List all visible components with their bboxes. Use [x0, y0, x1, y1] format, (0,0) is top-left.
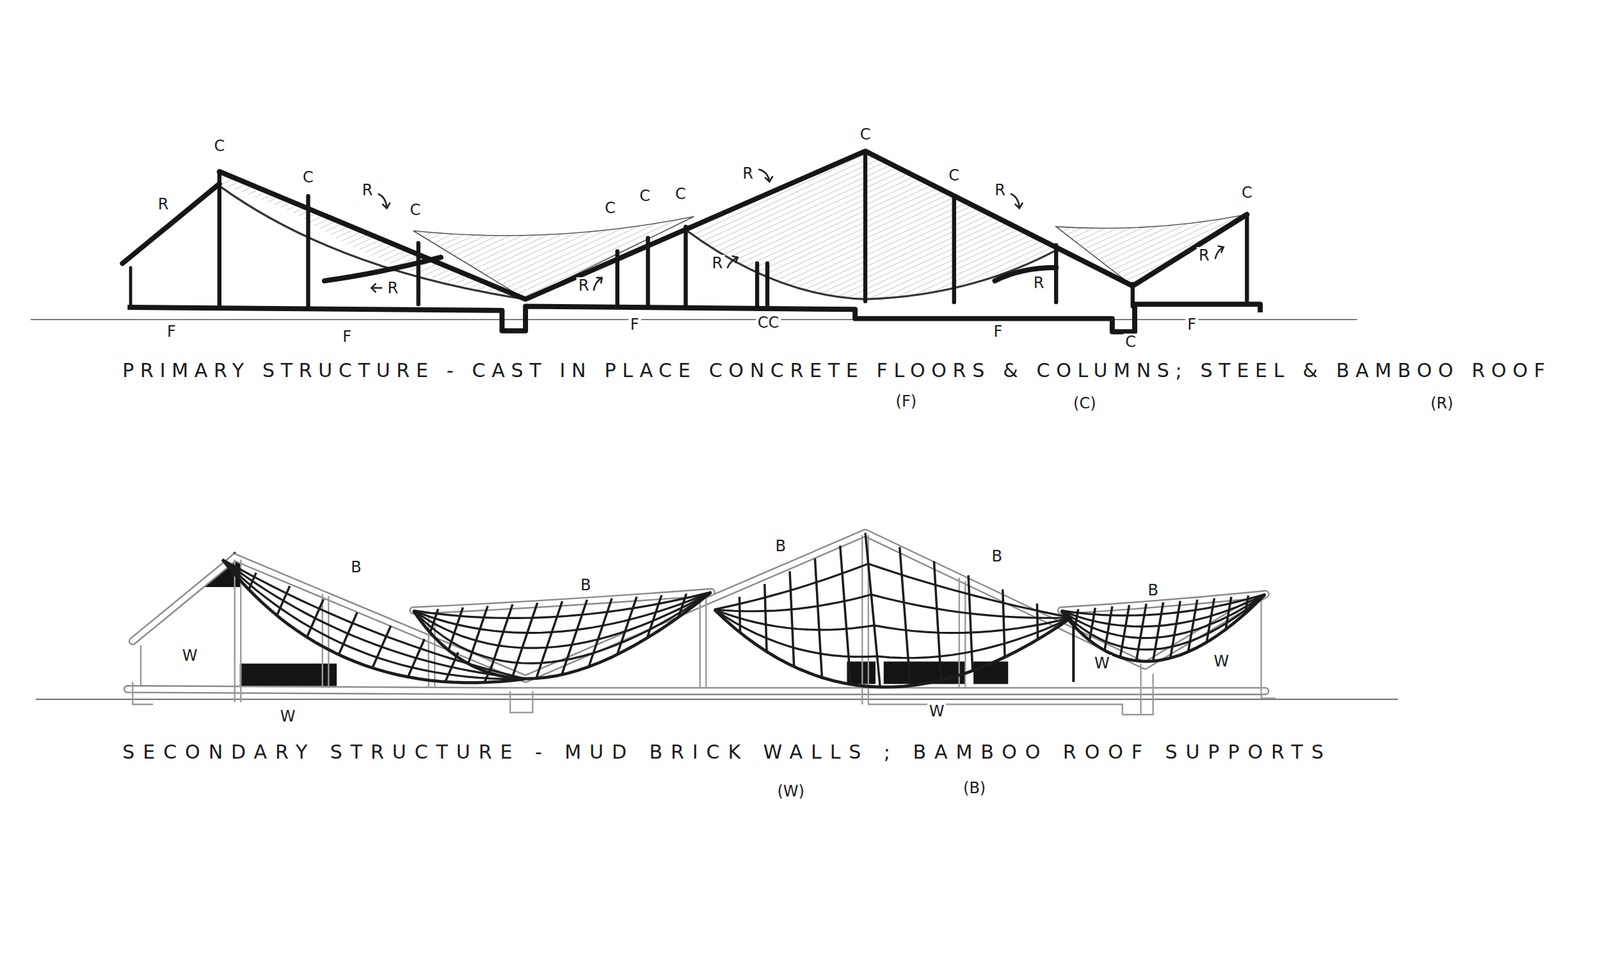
bamboo-member — [714, 594, 1072, 619]
structure-label: F — [991, 323, 1005, 340]
bamboo-member — [413, 592, 712, 679]
primary-section — [30, 151, 1358, 332]
bamboo-member — [222, 559, 527, 680]
bamboo-member — [1120, 604, 1129, 657]
bamboo-member — [1061, 593, 1266, 639]
structure-label: C — [1123, 333, 1138, 351]
bamboo-member — [968, 575, 973, 671]
structure-label: C — [408, 201, 424, 219]
bamboo-member — [865, 532, 880, 687]
structure-label: R — [1031, 274, 1047, 292]
structure-label: (C) — [1071, 394, 1098, 412]
structure-label: B — [773, 537, 788, 555]
structure-label: F — [628, 316, 642, 333]
bamboo-member — [1170, 600, 1181, 658]
bamboo-member — [561, 599, 588, 675]
bamboo-member — [413, 592, 712, 664]
bamboo-member — [536, 600, 563, 678]
bamboo-member — [840, 545, 851, 685]
bamboo-member — [714, 563, 1072, 618]
bamboo-member — [1061, 593, 1266, 662]
structure-label: C — [602, 199, 618, 217]
structure-label: R — [576, 277, 592, 294]
structure-label: C — [1239, 184, 1255, 201]
structure-label: C — [211, 137, 227, 155]
structure-label: R — [1196, 247, 1212, 264]
structure-label: R — [156, 195, 171, 213]
bamboo-member — [899, 547, 911, 687]
structure-label: (B) — [961, 779, 988, 797]
bamboo-member — [1136, 603, 1147, 661]
bamboo-net — [222, 532, 1266, 687]
bamboo-member — [764, 583, 767, 652]
structure-label: W — [927, 702, 947, 720]
structure-label: W — [180, 647, 200, 664]
bamboo-member — [933, 561, 941, 681]
structure-label: W — [1092, 654, 1112, 672]
structure-label: C — [673, 185, 688, 203]
bamboo-member — [588, 597, 612, 667]
structure-label: C — [858, 126, 873, 143]
structure-label: F — [340, 328, 354, 345]
bamboo-member — [1188, 599, 1198, 652]
structure-label: (F) — [894, 392, 920, 410]
structure-label: F — [1185, 316, 1199, 333]
bamboo-member — [1153, 602, 1164, 662]
structure-label: B — [989, 547, 1004, 565]
structure-label: CC — [755, 314, 782, 331]
structure-label: B — [578, 576, 593, 594]
bamboo-member — [1036, 603, 1038, 640]
caption-text: SECONDARY STRUCTURE - MUD BRICK WALLS ; … — [122, 741, 1332, 763]
structure-label: (R) — [1428, 394, 1455, 412]
bamboo-member — [222, 559, 527, 680]
structure-label: R — [385, 279, 400, 297]
bamboo-member — [739, 596, 740, 633]
structure-label: F — [165, 323, 178, 340]
bamboo-member — [222, 559, 527, 683]
structure-label: R — [360, 181, 376, 199]
structure-label: R — [740, 165, 756, 182]
structure-label: B — [348, 558, 363, 576]
structure-label: B — [1145, 581, 1160, 599]
bamboo-member — [814, 558, 822, 678]
structure-label: R — [992, 181, 1008, 199]
bamboo-member — [222, 559, 527, 680]
structure-label: C — [946, 167, 962, 184]
structure-label: W — [278, 707, 298, 725]
structure-label: (W) — [775, 782, 806, 800]
caption-text: PRIMARY STRUCTURE - CAST IN PLACE CONCRE… — [122, 359, 1551, 382]
bamboo-member — [714, 609, 1072, 633]
secondary-section — [35, 532, 1399, 715]
bamboo-member — [789, 570, 795, 667]
structure-label: C — [300, 168, 316, 186]
bamboo-member — [512, 602, 538, 678]
bamboo-member — [1002, 589, 1005, 658]
structure-label: C — [637, 187, 653, 205]
structure-label: W — [1212, 652, 1232, 670]
bamboo-member — [1206, 597, 1215, 642]
structure-label: R — [710, 254, 726, 272]
bamboo-member — [714, 609, 1072, 687]
